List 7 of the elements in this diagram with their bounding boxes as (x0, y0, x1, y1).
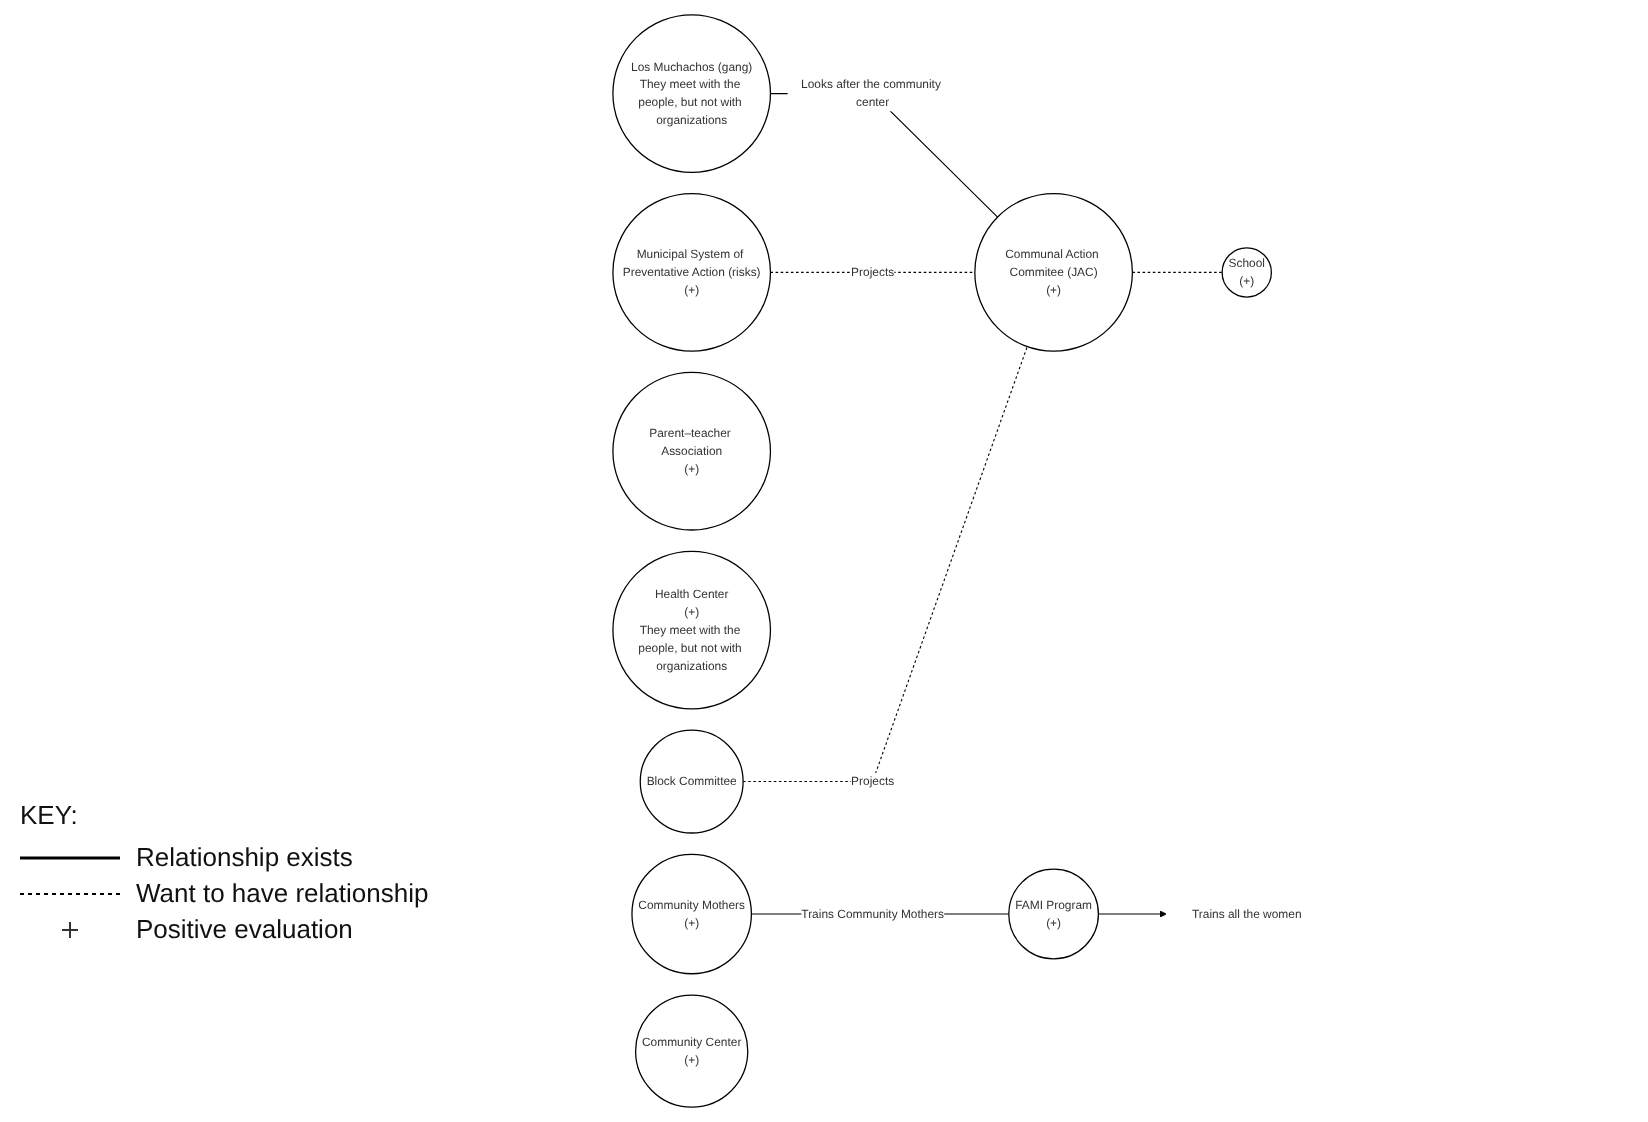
legend-text: Relationship exists (136, 842, 353, 872)
connector (742, 346, 1028, 783)
legend-text: Want to have relationship (136, 878, 429, 908)
arrow (1097, 910, 1167, 918)
key-heading: KEY: (20, 800, 80, 830)
connector (1131, 271, 1223, 273)
legend-text: Positive evaluation (136, 914, 353, 944)
